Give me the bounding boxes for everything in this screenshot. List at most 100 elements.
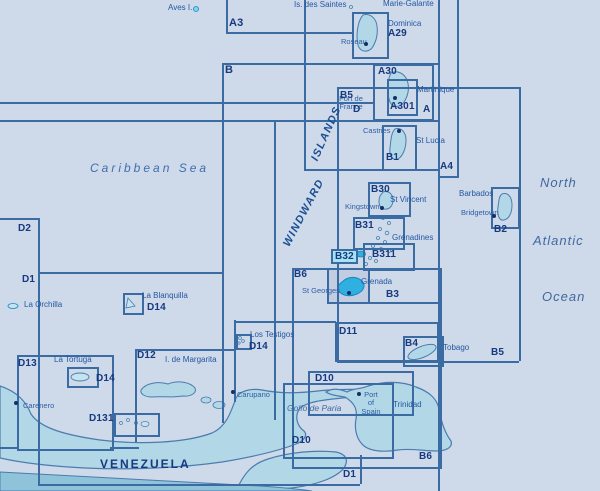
grenada-label: Grenada (361, 277, 393, 286)
fort-de-france-label: Fort de France (339, 94, 363, 112)
chart-b5-right-edge (519, 87, 521, 361)
dominica-label: Dominica (388, 19, 422, 28)
chart-b-top-edge (222, 63, 438, 65)
carupano-label: Carupano (237, 390, 270, 399)
chart-b311-box (363, 243, 415, 271)
chart-b1-box (382, 125, 417, 171)
chart-b5-bottom-edge (337, 361, 519, 363)
chart-d13-bottom-left-edge (0, 447, 17, 449)
kingstown-label: Kingstown (345, 202, 380, 211)
chart-d131-box (114, 413, 160, 437)
chart-b4-box (403, 336, 444, 367)
north-atlantic-label-ocean: Ocean (542, 289, 586, 304)
chart-label-d10-south: D10 (292, 435, 311, 446)
chart-label-a: A (423, 104, 431, 115)
carupano-dot (231, 390, 235, 394)
chart-d14-tortuga-box (67, 367, 99, 388)
port-of-spain-dot (357, 392, 361, 396)
chart-a30-box (373, 64, 434, 121)
carenero-label: Carenero (23, 401, 55, 410)
chart-label-d14-testigos: D14 (249, 341, 268, 352)
roseau-label: Roseau (341, 37, 367, 46)
interior-band (0, 471, 313, 491)
chart-d-bottom-edge (0, 120, 438, 122)
grenadines-label: Grenadines (392, 233, 434, 242)
chart-d1-top-edge (38, 272, 222, 274)
castries-dot (397, 129, 401, 133)
chart-label-a30: A30 (378, 66, 397, 77)
chart-label-b311: B311 (372, 249, 397, 260)
chart-b-left-edge (222, 63, 224, 423)
chart-label-a3: A3 (229, 17, 244, 29)
st-vincent-label: St Vincent (390, 195, 427, 204)
chart-a301-box (387, 79, 418, 116)
chart-b6-box (292, 268, 442, 469)
chart-b2-box (491, 187, 520, 229)
chart-label-d12: D12 (137, 350, 156, 361)
chart-d12-right-edge (234, 320, 236, 402)
st-vincent-island (378, 191, 394, 210)
chart-d10-south-box (283, 383, 394, 459)
coche-islet (200, 396, 212, 404)
chart-a3-bottom-edge (226, 32, 352, 34)
margarita-label: I. de Margarita (165, 355, 217, 364)
los-testigos-label: Los Testigos (250, 330, 295, 339)
bridgetown-dot (492, 214, 496, 218)
barbados-island (497, 193, 513, 221)
north-atlantic-label-north: North (540, 175, 577, 190)
chart-label-b: B (225, 64, 234, 76)
trinidad-label: Trinidad (393, 400, 422, 409)
chart-label-b30: B30 (371, 184, 390, 195)
marie-galante-label: Marie-Galante (383, 0, 434, 8)
chart-b31-box (353, 217, 405, 250)
chart-label-d14-tortuga: D14 (96, 373, 115, 384)
roseau-dot (364, 42, 368, 46)
margarita-island (140, 381, 196, 398)
chart-b5-top-edge (337, 87, 519, 89)
chart-d-top-edge (0, 102, 373, 104)
carenero-dot (14, 401, 18, 405)
chart-label-d11: D11 (339, 326, 358, 337)
castries-label: Castries (363, 126, 391, 135)
caribbean-sea-label: Caribbean Sea (90, 161, 210, 175)
chart-d14-testigos-box (236, 334, 252, 350)
tobago-label: Tobago (443, 343, 470, 352)
chart-a3-left-edge (226, 0, 228, 32)
st-lucia-island (389, 128, 407, 160)
chart-label-d10-north: D10 (315, 373, 334, 384)
la-tortuga-label: La Tortuga (54, 355, 92, 364)
dominica-island (356, 14, 378, 52)
chart-d13-box (17, 355, 114, 451)
chart-a29-box (352, 12, 389, 59)
chart-a-bottom-edge (304, 169, 438, 171)
chart-label-b3: B3 (386, 289, 400, 300)
chart-label-b1: B1 (386, 152, 400, 163)
chart-d14-top-edge (234, 321, 336, 323)
chart-label-a301: A301 (390, 101, 415, 112)
chart-label-d1-south: D1 (343, 469, 357, 480)
chart-label-b6: B6 (294, 269, 308, 280)
fort-de-france-dot (393, 96, 397, 100)
chart-label-b2: B2 (494, 224, 508, 235)
chart-d1-bottom-edge (38, 484, 360, 486)
tobago-island (407, 343, 437, 361)
chart-d2-bottom-edge (0, 218, 38, 220)
la-tortuga-islet (70, 372, 90, 382)
chart-label-d2: D2 (18, 223, 32, 234)
chart-label-d13: D13 (18, 358, 37, 369)
chart-label-a29: A29 (388, 28, 407, 39)
aves-label: Aves I. (168, 3, 193, 12)
chart-d1-right-edge (360, 455, 362, 484)
chart-b-right-edge (438, 0, 440, 491)
la-orchilla-islet (7, 303, 19, 309)
chart-a4-bottom-edge (438, 176, 459, 178)
venezuela-label: VENEZUELA (100, 457, 191, 471)
la-blanquilla-islet (125, 297, 136, 309)
chart-d13-bottom-right-edge (110, 447, 139, 449)
la-blanquilla-label: La Blanquilla (142, 291, 188, 300)
chart-label-d14-blanquilla: D14 (147, 302, 166, 313)
chart-label-b4: B4 (405, 338, 419, 349)
saintes-islet (349, 5, 353, 9)
